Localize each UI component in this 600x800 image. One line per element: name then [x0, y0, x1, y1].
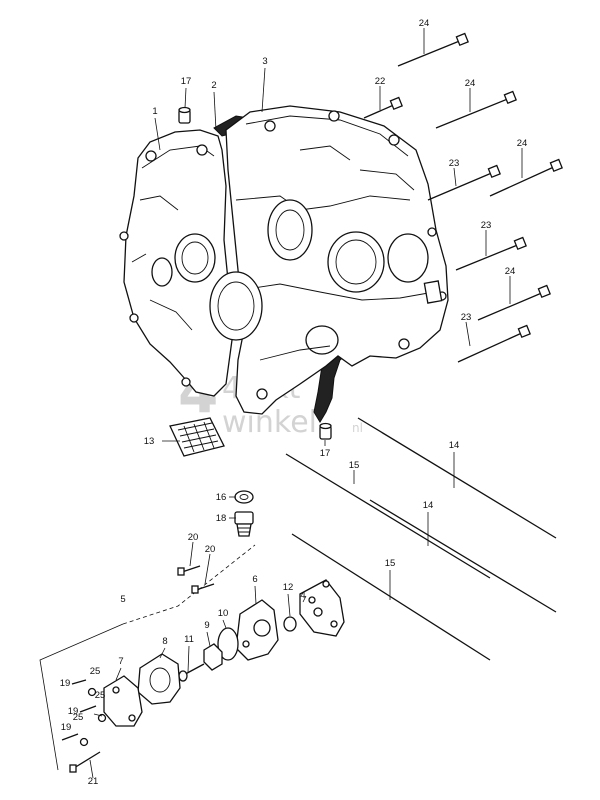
callout-5: 5: [120, 594, 125, 605]
callout-21: 21: [88, 776, 99, 787]
right-crankcase-half: [209, 105, 449, 415]
callout-24-b: 24: [465, 78, 476, 89]
callout-11: 11: [184, 634, 194, 645]
callout-3: 3: [262, 56, 267, 67]
callout-numbers: 1 2 3 4 5 6 7 8 9 10 11 12 13 14 14 15 1…: [60, 18, 528, 787]
callout-20-b: 20: [205, 544, 216, 555]
callout-18: 18: [216, 513, 227, 524]
callout-14-upper: 14: [449, 440, 460, 451]
callout-9: 9: [204, 620, 209, 631]
callout-19-b: 19: [68, 706, 79, 717]
callout-6: 6: [252, 574, 257, 585]
callout-25-c: 25: [73, 712, 84, 723]
callout-25-a: 25: [90, 666, 101, 677]
callout-8: 8: [162, 636, 167, 647]
callout-13: 13: [144, 436, 155, 447]
callout-12: 12: [283, 582, 294, 593]
callout-1: 1: [152, 106, 157, 117]
crankcase-bolts: [363, 32, 563, 363]
callout-17-upper: 17: [181, 76, 192, 87]
studs: [285, 417, 557, 661]
callout-23-b: 23: [481, 220, 492, 231]
callout-17-lower: 17: [320, 448, 331, 459]
callout-20-a: 20: [188, 532, 199, 543]
dowel-pins: [178, 106, 332, 440]
callout-24-a: 24: [419, 18, 430, 29]
callout-2: 2: [211, 80, 216, 91]
callout-15-upper: 15: [349, 460, 360, 471]
callout-23-c: 23: [461, 312, 472, 323]
callout-19-a: 19: [60, 678, 71, 689]
callout-24-c: 24: [517, 138, 528, 149]
callout-23-a: 23: [449, 158, 460, 169]
callout-25-b: 25: [95, 690, 106, 701]
drain-plug-assembly: [234, 490, 254, 537]
watermark-suffix: nl: [352, 421, 363, 435]
callout-10: 10: [218, 608, 229, 619]
callout-22: 22: [375, 76, 386, 87]
left-crankcase-half: [119, 129, 233, 397]
oil-pump-assembly: [39, 544, 345, 773]
callout-24-d: 24: [505, 266, 516, 277]
oil-strainer-screen: [169, 417, 225, 457]
callout-14-lower: 14: [423, 500, 434, 511]
callout-7: 7: [118, 656, 123, 667]
callout-16: 16: [216, 492, 227, 503]
callout-4: 4: [300, 590, 305, 601]
watermark-line2: winkel: [222, 405, 317, 440]
callout-15-lower: 15: [385, 558, 396, 569]
callout-leaders: [89, 28, 523, 779]
callout-19-c: 19: [61, 722, 72, 733]
